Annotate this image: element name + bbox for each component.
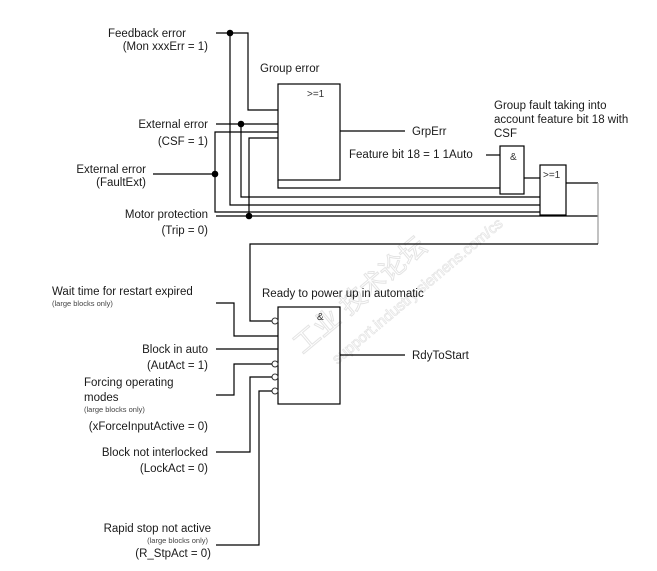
group-error-feedthrough-wire [277,180,500,189]
external-error-csf-label: External error [138,119,208,131]
inverted-input-group-fault [271,317,279,325]
external-error-faultext-label: External error [76,164,146,176]
motor-protection-label: Motor protection [125,209,208,221]
ready-title: Ready to power up in automatic [262,288,424,300]
rdytostart-output-label: RdyToStart [412,350,470,362]
motor-protection-wire [216,137,598,220]
group-fault-or-symbol: >=1 [543,170,561,181]
forcing-param: (xForceInputActive = 0) [89,421,208,433]
group-fault-title-line-2: account feature bit 18 with [494,114,628,126]
rapid-stop-note: (large blocks only) [147,536,208,545]
inverted-input-rapid-stop [271,387,279,395]
rapid-stop-param: (R_StpAct = 0) [135,548,211,560]
group-error-gate-symbol: >=1 [307,89,325,100]
rapid-stop-wire [216,390,272,546]
wait-time-note: (large blocks only) [52,299,113,308]
group-fault-return-wire [249,182,599,322]
not-interlocked-wire [216,376,272,453]
external-error-faultext-param: (FaultExt) [96,177,146,189]
rapid-stop-label: Rapid stop not active [104,523,211,535]
watermark: 工业 技术论坛 support.industry.siemens.com/cs [287,215,506,369]
forcing-note: (large blocks only) [84,405,145,414]
feature-bit-label: Feature bit 18 = 1 1Auto [349,149,473,161]
forcing-wire [216,363,272,396]
feedback-error-label: Feedback error [108,28,186,40]
wait-time-label: Wait time for restart expired [52,286,193,298]
external-error-faultext-wire [153,131,540,213]
not-interlocked-param: (LockAct = 0) [140,463,208,475]
ready-gate-symbol: & [317,312,324,323]
block-in-auto-param: (AutAct = 1) [147,360,208,372]
motor-protection-param: (Trip = 0) [161,225,208,237]
wait-time-wire [216,302,278,337]
forcing-label-line-1: Forcing operating [84,377,174,389]
external-error-csf-param: (CSF = 1) [158,136,208,148]
group-fault-title-line-1: Group fault taking into [494,100,607,112]
group-fault-and-symbol: & [510,152,517,163]
not-interlocked-label: Block not interlocked [102,447,208,459]
group-fault-or-gate [539,164,567,216]
forcing-label-line-2: modes [84,392,119,404]
group-fault-and-gate [499,145,525,195]
grperr-output-label: GrpErr [412,126,447,138]
block-in-auto-label: Block in auto [142,344,208,356]
group-fault-title-line-3: CSF [494,128,517,140]
inverted-input-interlocked [271,373,279,381]
inverted-input-forcing [271,360,279,368]
feedback-error-param: (Mon xxxErr = 1) [123,41,208,53]
external-error-csf-wire [216,120,540,198]
feedback-error-wire [216,29,540,206]
group-error-title: Group error [260,63,320,75]
